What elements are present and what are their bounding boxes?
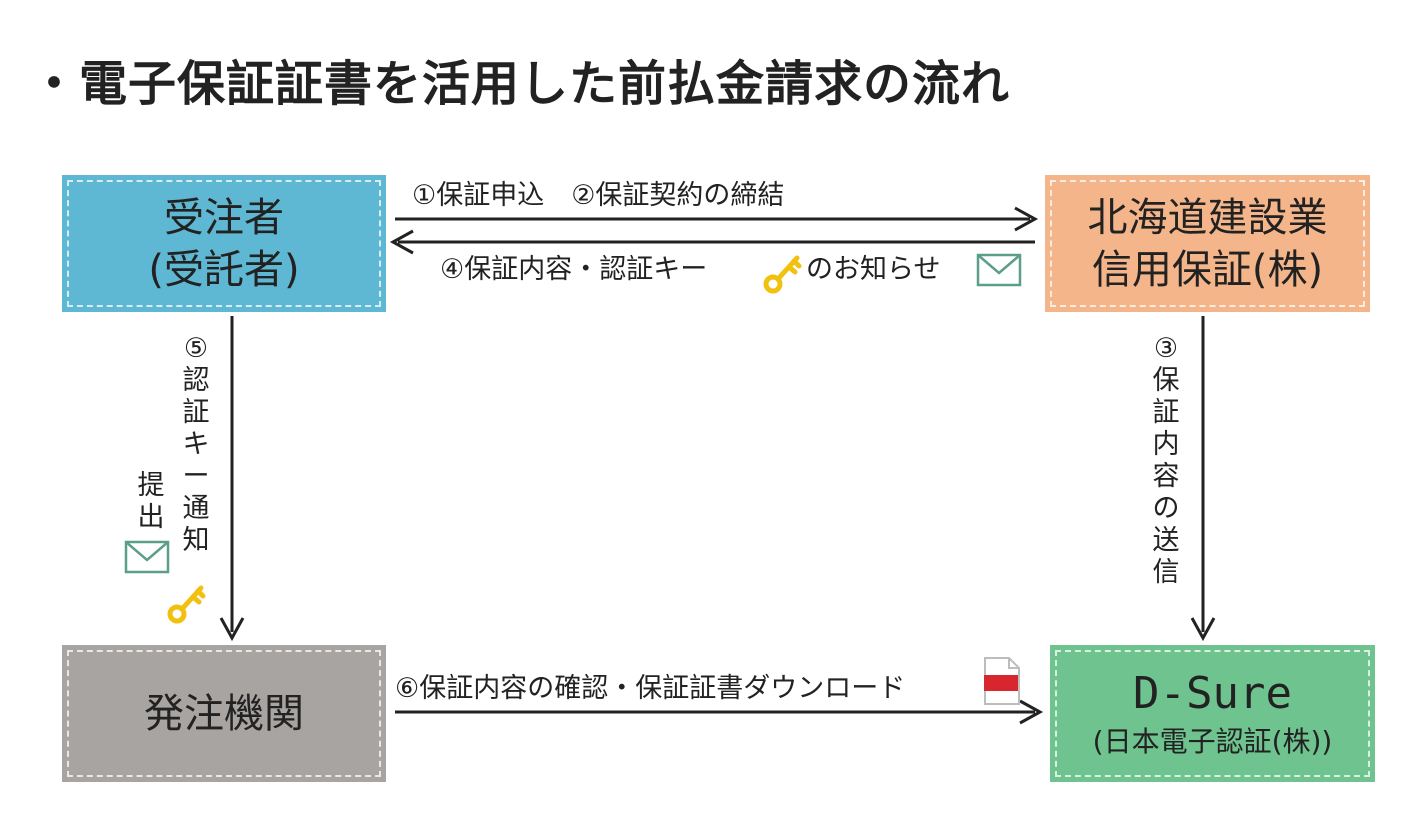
key-icon bbox=[167, 585, 206, 624]
guarantor-box: 北海道建設業 信用保証(株) bbox=[1045, 175, 1370, 312]
contractor-box: 受注者 (受託者) bbox=[62, 175, 386, 312]
guarantor-sublabel: 信用保証(株) bbox=[1091, 246, 1324, 293]
document-icon bbox=[984, 657, 1020, 705]
arrow-step6-head bbox=[1019, 699, 1044, 725]
envelope-icon bbox=[976, 253, 1022, 287]
page-title: ・電子保証証書を活用した前払金請求の流れ bbox=[30, 56, 1011, 112]
client-label: 発注機関 bbox=[144, 690, 304, 737]
dsure-label: D-Sure bbox=[1133, 667, 1292, 719]
contractor-sublabel: (受託者) bbox=[148, 246, 300, 293]
client-box: 発注機関 bbox=[62, 645, 386, 782]
label-step6: ⑥保証内容の確認・保証証書ダウンロード bbox=[395, 673, 906, 704]
label-step4-suffix: のお知らせ bbox=[806, 254, 941, 285]
label-step5: ⑤認証キー通知 bbox=[182, 333, 210, 556]
arrow-step4-head bbox=[389, 229, 414, 255]
dsure-box: D-Sure (日本電子認証(株)) bbox=[1050, 645, 1375, 782]
arrow-step3-head bbox=[1190, 617, 1216, 642]
arrow-step1-2-head bbox=[1014, 206, 1039, 232]
contractor-label: 受注者 bbox=[164, 194, 284, 241]
label-step3: ③保証内容の送信 bbox=[1152, 333, 1180, 588]
guarantor-label: 北海道建設業 bbox=[1087, 194, 1328, 241]
label-step4: ④保証内容・認証キー bbox=[440, 254, 708, 285]
envelope-icon bbox=[124, 540, 170, 574]
dsure-sublabel: (日本電子認証(株)) bbox=[1092, 724, 1333, 758]
label-step5-side: 提出 bbox=[137, 470, 165, 533]
key-icon bbox=[763, 255, 802, 294]
label-step1-2: ①保証申込 ②保証契約の締結 bbox=[412, 180, 785, 211]
arrow-step5-head bbox=[219, 617, 245, 642]
